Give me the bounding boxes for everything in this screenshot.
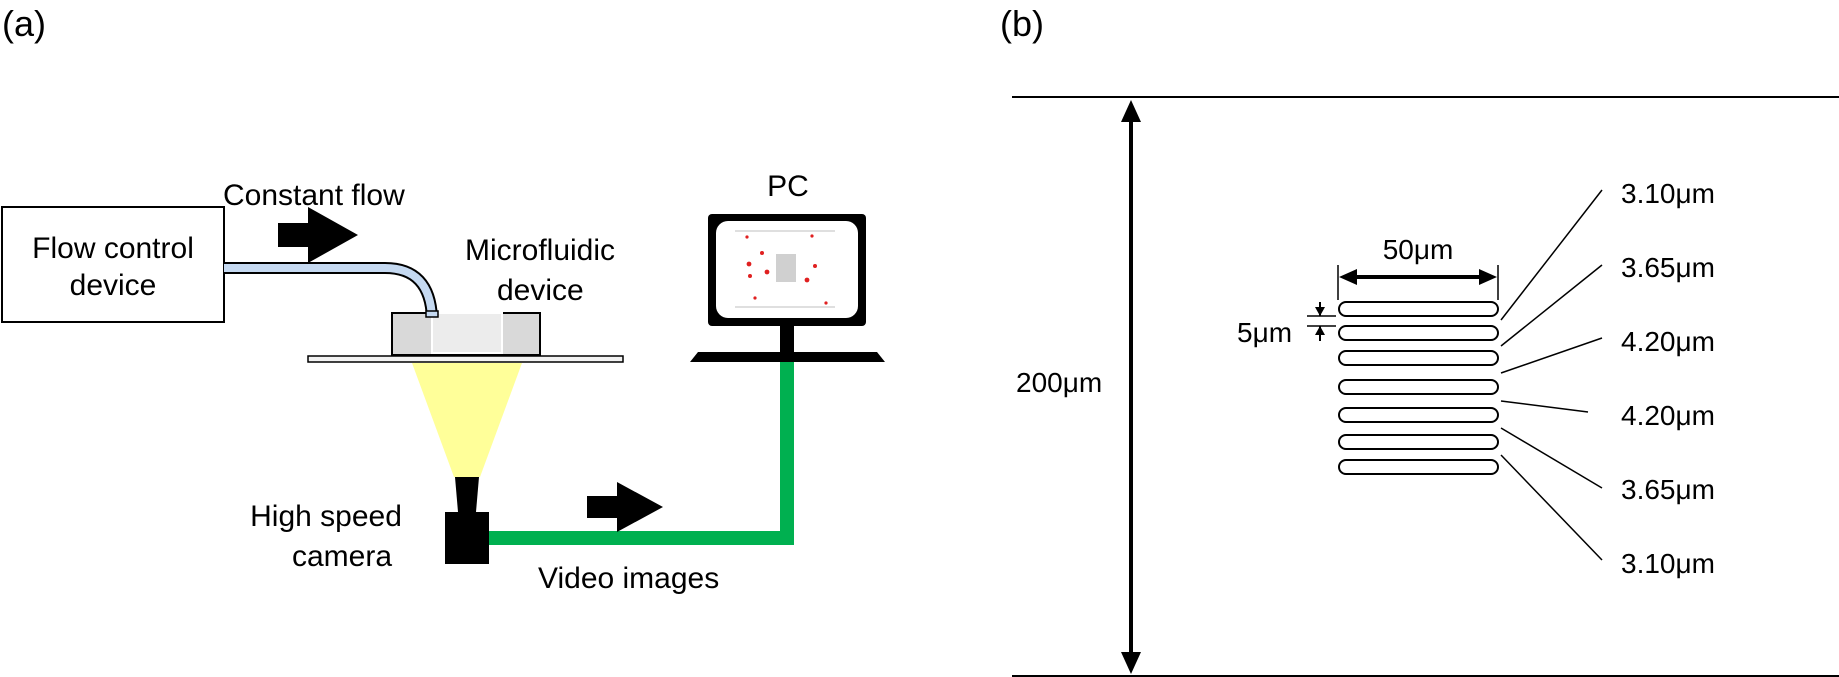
video-cable [489, 362, 794, 545]
flow-control-box [1, 206, 225, 323]
pc-stand-base [690, 352, 885, 362]
panel-b-label: (b) [1000, 3, 1044, 44]
height-dim-label: 200μm [1016, 367, 1102, 398]
particle [810, 234, 814, 238]
camera-label-1: High speed [250, 500, 402, 533]
leader-line [1500, 400, 1589, 413]
tube [224, 264, 436, 319]
tube-outline [224, 262, 438, 319]
width-dim-label: 50μm [1383, 234, 1454, 265]
screen-channel [776, 254, 796, 282]
pillar [1338, 301, 1499, 317]
particle [745, 235, 749, 239]
pillar [1338, 407, 1499, 423]
channel-width-label: 4.20μm [1621, 400, 1715, 431]
camera-lens [455, 477, 479, 512]
flow-control-label-2: device [70, 269, 157, 302]
particle [746, 261, 752, 267]
gap-arrow-down-icon [1315, 307, 1325, 316]
arrow-left-icon [1339, 269, 1357, 285]
panel-b: (b) 200μm 50μm 5μm [1000, 3, 1839, 677]
video-images-label: Video images [538, 562, 719, 595]
screen-content [735, 230, 835, 308]
particle [748, 274, 752, 278]
leader-line [1500, 189, 1603, 321]
stage [307, 355, 624, 363]
leader-lines [1500, 189, 1603, 561]
pc-label: PC [767, 170, 809, 203]
constant-flow-label: Constant flow [223, 179, 405, 212]
panel-a-label: (a) [2, 3, 46, 44]
channel-width-label: 3.10μm [1621, 548, 1715, 579]
arrow-up-icon [1121, 100, 1141, 122]
arrow-right-icon [1479, 269, 1497, 285]
particle [813, 264, 817, 268]
leader-line [1500, 427, 1603, 489]
camera-body [445, 512, 489, 564]
particle [764, 269, 770, 275]
particle [760, 251, 764, 255]
pc-stand-neck [780, 326, 794, 354]
pillar [1338, 434, 1499, 450]
tube-inlet [425, 310, 439, 318]
channel-width-label: 4.20μm [1621, 326, 1715, 357]
microfluidic-label-2: device [497, 274, 584, 307]
particle [753, 296, 757, 300]
flow-arrow-icon [278, 207, 358, 263]
leader-line [1500, 264, 1603, 347]
camera-label-2: camera [292, 540, 392, 573]
pillar [1338, 350, 1499, 366]
particle [824, 301, 828, 305]
particle [804, 277, 810, 283]
flow-control-label-1: Flow control [32, 232, 194, 265]
video-arrow-icon [587, 482, 663, 532]
pillar [1338, 325, 1499, 341]
pillar [1338, 459, 1499, 475]
channel-width-label: 3.65μm [1621, 252, 1715, 283]
arrow-down-icon [1121, 652, 1141, 674]
microfluidic-label-1: Microfluidic [465, 234, 615, 267]
pillars [1338, 301, 1499, 475]
leader-line [1500, 454, 1603, 561]
pillar [1338, 379, 1499, 395]
gap-arrow-up-icon [1315, 326, 1325, 335]
leader-line [1500, 337, 1603, 374]
chip-window [431, 312, 503, 354]
channel-width-label: 3.65μm [1621, 474, 1715, 505]
channel-width-label: 3.10μm [1621, 178, 1715, 209]
light-cone [412, 363, 522, 477]
panel-a: (a) Flow control device Constant flow Mi… [1, 3, 885, 595]
gap-dim-label: 5μm [1237, 317, 1292, 348]
